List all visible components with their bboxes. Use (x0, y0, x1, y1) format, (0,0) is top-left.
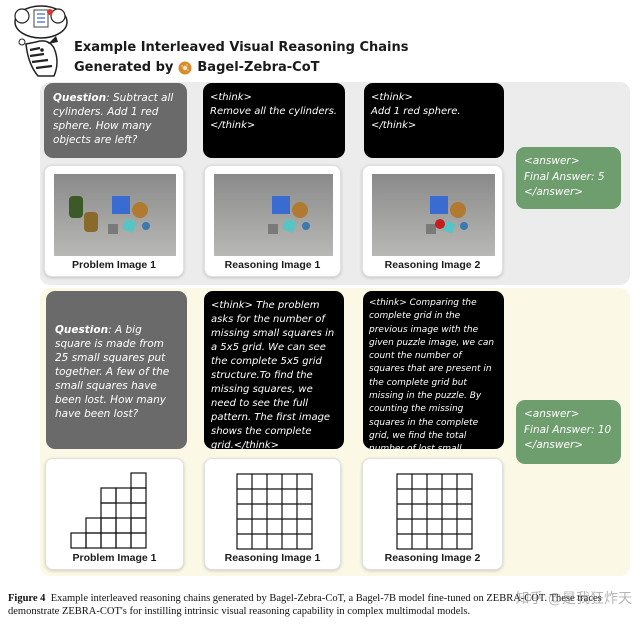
image-card-reasoning-4: Reasoning Image 2 (362, 458, 503, 570)
grid-puzzle-image (70, 472, 147, 549)
question-box-2: Question: A big square is made from 25 s… (46, 291, 187, 449)
figure-label: Figure 4 (8, 593, 46, 604)
question-text: : Subtract all cylinders. Add 1 red sphe… (53, 92, 174, 146)
bagel-icon (178, 61, 192, 75)
think-box-1: <think> Remove all the cylinders. </thin… (203, 83, 345, 158)
think-box-2: <think> Add 1 red sphere. </think> (364, 83, 504, 158)
image-caption: Reasoning Image 1 (224, 259, 321, 271)
figure-caption-text: Example interleaved reasoning chains gen… (8, 593, 602, 617)
question-label: Question (55, 324, 109, 336)
zebra-logo-icon (14, 5, 68, 77)
figure-caption: Figure 4 Example interleaved reasoning c… (8, 592, 636, 618)
image-card-reasoning-3: Reasoning Image 1 (204, 458, 341, 570)
question-label: Question (53, 92, 107, 104)
clevr-scene-image (54, 174, 176, 256)
figure-title: Example Interleaved Visual Reasoning Cha… (74, 38, 409, 78)
question-box-1: Question: Subtract all cylinders. Add 1 … (44, 83, 187, 158)
answer-box-2: <answer> Final Answer: 10 </answer> (516, 400, 621, 464)
image-card-problem-2: Problem Image 1 (45, 458, 184, 570)
title-line-2: Generated by Bagel-Zebra-CoT (74, 58, 409, 78)
title-model-name: Bagel-Zebra-CoT (197, 60, 320, 75)
image-caption: Reasoning Image 2 (384, 552, 481, 564)
image-caption: Reasoning Image 2 (384, 259, 481, 271)
image-caption: Problem Image 1 (72, 552, 157, 564)
image-card-reasoning-2: Reasoning Image 2 (362, 165, 503, 277)
title-line-1: Example Interleaved Visual Reasoning Cha… (74, 40, 409, 55)
clevr-scene-image (214, 174, 333, 256)
clevr-scene-image (372, 174, 495, 256)
question-text: : A big square is made from 25 small squ… (55, 324, 170, 420)
image-card-reasoning-1: Reasoning Image 1 (204, 165, 341, 277)
answer-box-1: <answer> Final Answer: 5 </answer> (516, 147, 621, 209)
grid-complete-image (236, 473, 313, 550)
think-box-3: <think> The problem asks for the number … (204, 291, 344, 451)
think-box-4: <think> Comparing the complete grid in t… (363, 291, 504, 468)
image-caption: Reasoning Image 1 (224, 552, 321, 564)
image-card-problem-1: Problem Image 1 (44, 165, 184, 277)
image-caption: Problem Image 1 (71, 259, 157, 271)
watermark: 知乎 @是我狂炸天 (515, 591, 632, 607)
title-prefix: Generated by (74, 60, 174, 75)
grid-complete-image (396, 473, 473, 550)
